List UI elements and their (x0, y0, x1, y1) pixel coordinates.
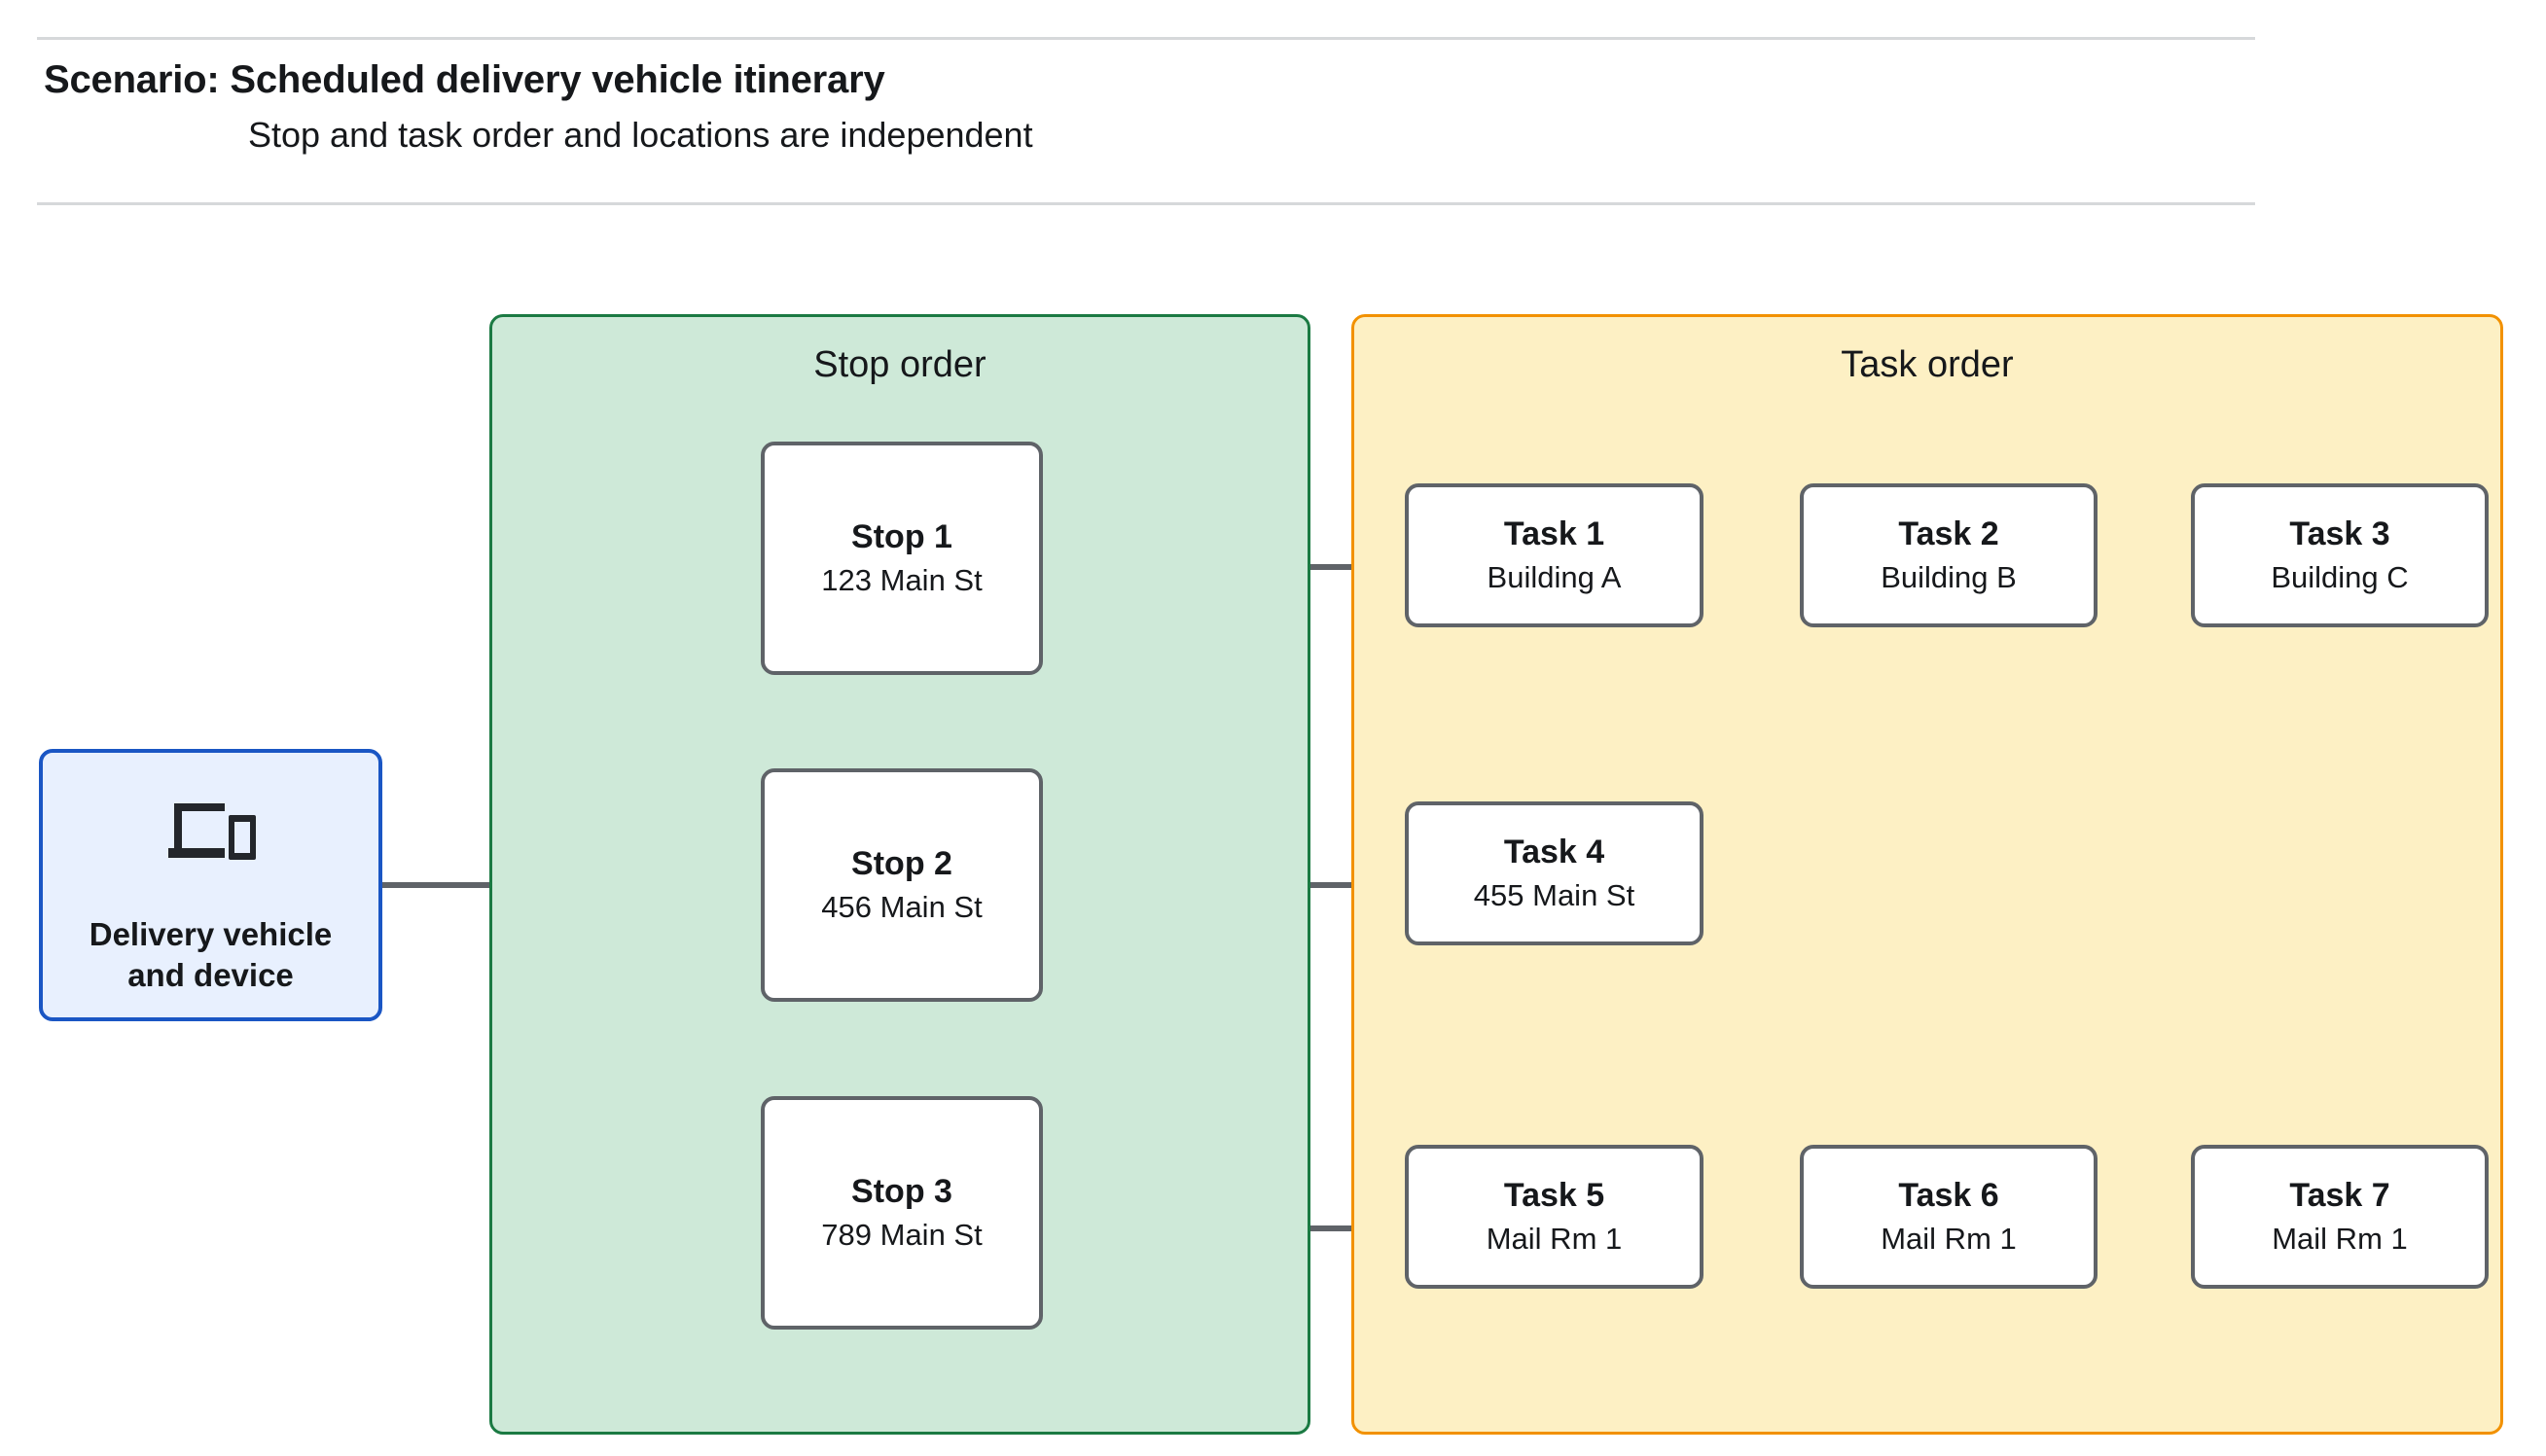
header-divider-bottom (37, 202, 2255, 205)
delivery-vehicle-node[interactable]: Delivery vehicle and device (39, 749, 382, 1021)
task-node-1[interactable]: Task 1 Building A (1405, 483, 1703, 627)
stop-node-2[interactable]: Stop 2 456 Main St (761, 768, 1043, 1002)
task-node-2-title: Task 2 (1898, 515, 1999, 552)
task-node-4[interactable]: Task 4 455 Main St (1405, 801, 1703, 945)
task-node-4-title: Task 4 (1503, 833, 1605, 870)
task-node-2[interactable]: Task 2 Building B (1800, 483, 2098, 627)
stop-node-3[interactable]: Stop 3 789 Main St (761, 1096, 1043, 1330)
task-node-1-title: Task 1 (1503, 515, 1605, 552)
devices-icon (167, 803, 256, 860)
task-node-5-title: Task 5 (1503, 1176, 1605, 1214)
stop-node-1-title: Stop 1 (851, 517, 952, 555)
delivery-vehicle-label-line2: and device (127, 956, 294, 993)
stop-node-3-title: Stop 3 (851, 1172, 952, 1210)
task-node-2-location: Building B (1881, 559, 2017, 594)
stop-node-1[interactable]: Stop 1 123 Main St (761, 442, 1043, 675)
stop-node-2-address: 456 Main St (821, 889, 983, 924)
task-order-panel-title: Task order (1841, 344, 2014, 385)
delivery-vehicle-label: Delivery vehicle and device (90, 914, 333, 995)
task-node-4-location: 455 Main St (1473, 877, 1635, 912)
stop-node-2-title: Stop 2 (851, 844, 952, 882)
task-node-6-location: Mail Rm 1 (1881, 1221, 2017, 1256)
task-node-5-location: Mail Rm 1 (1486, 1221, 1623, 1256)
task-node-1-location: Building A (1487, 559, 1622, 594)
page-title: Scenario: Scheduled delivery vehicle iti… (44, 58, 885, 101)
page-subtitle: Stop and task order and locations are in… (248, 115, 1033, 155)
task-node-3-title: Task 3 (2289, 515, 2390, 552)
task-node-6-title: Task 6 (1898, 1176, 1999, 1214)
stop-node-3-address: 789 Main St (821, 1217, 983, 1252)
task-node-5[interactable]: Task 5 Mail Rm 1 (1405, 1145, 1703, 1289)
task-node-7-location: Mail Rm 1 (2272, 1221, 2408, 1256)
header-divider-top (37, 37, 2255, 40)
task-node-7-title: Task 7 (2289, 1176, 2390, 1214)
task-node-3-location: Building C (2271, 559, 2409, 594)
task-node-6[interactable]: Task 6 Mail Rm 1 (1800, 1145, 2098, 1289)
task-node-3[interactable]: Task 3 Building C (2191, 483, 2489, 627)
stop-node-1-address: 123 Main St (821, 562, 983, 597)
stop-order-panel-title: Stop order (813, 344, 986, 385)
task-node-7[interactable]: Task 7 Mail Rm 1 (2191, 1145, 2489, 1289)
delivery-vehicle-label-line1: Delivery vehicle (89, 916, 333, 952)
